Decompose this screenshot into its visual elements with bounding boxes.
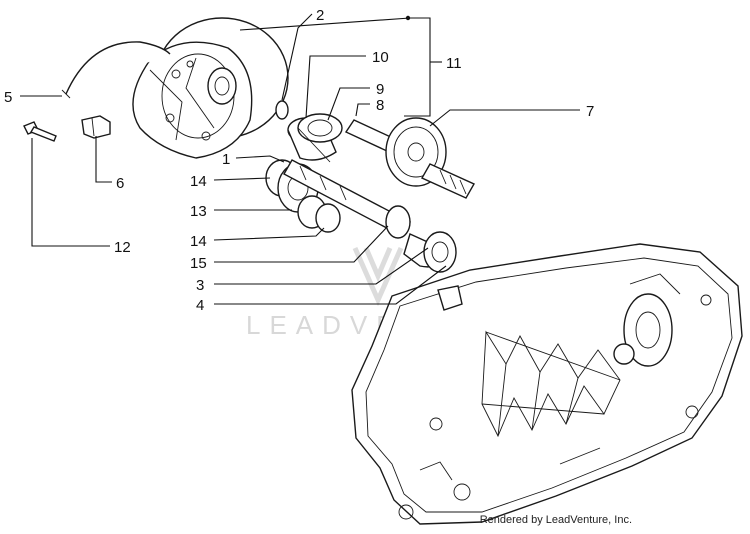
bearing-sleeve-part xyxy=(287,113,343,163)
callout-7: 7 xyxy=(586,103,594,120)
bolt-part xyxy=(23,121,57,142)
leader-lines xyxy=(20,13,580,305)
watermark-logo-icon xyxy=(352,246,404,307)
callout-14-lower: 14 xyxy=(190,233,207,250)
callout-10: 10 xyxy=(372,49,389,66)
crankcase-housing xyxy=(351,243,743,525)
callout-14-upper: 14 xyxy=(190,173,207,190)
washer-part xyxy=(275,100,289,120)
cable-part xyxy=(65,41,171,95)
callout-8: 8 xyxy=(376,97,384,114)
callout-2: 2 xyxy=(316,7,324,24)
callout-1: 1 xyxy=(222,151,230,168)
callout-labels: 2 11 10 9 8 7 5 6 12 1 14 13 14 15 3 4 xyxy=(4,7,594,314)
render-credit: Rendered by LeadVenture, Inc. xyxy=(479,514,632,526)
transmission-cover xyxy=(132,17,289,159)
callout-3: 3 xyxy=(196,277,204,294)
driven-shaft-gear xyxy=(344,117,475,199)
callout-4: 4 xyxy=(196,297,204,314)
clip-part xyxy=(81,115,111,139)
callout-9: 9 xyxy=(376,81,384,98)
callout-5: 5 xyxy=(4,89,12,106)
callout-13: 13 xyxy=(190,203,207,220)
callout-11: 11 xyxy=(446,55,462,72)
callout-15: 15 xyxy=(190,255,207,272)
callout-6: 6 xyxy=(116,175,124,192)
callout-12: 12 xyxy=(114,239,131,256)
